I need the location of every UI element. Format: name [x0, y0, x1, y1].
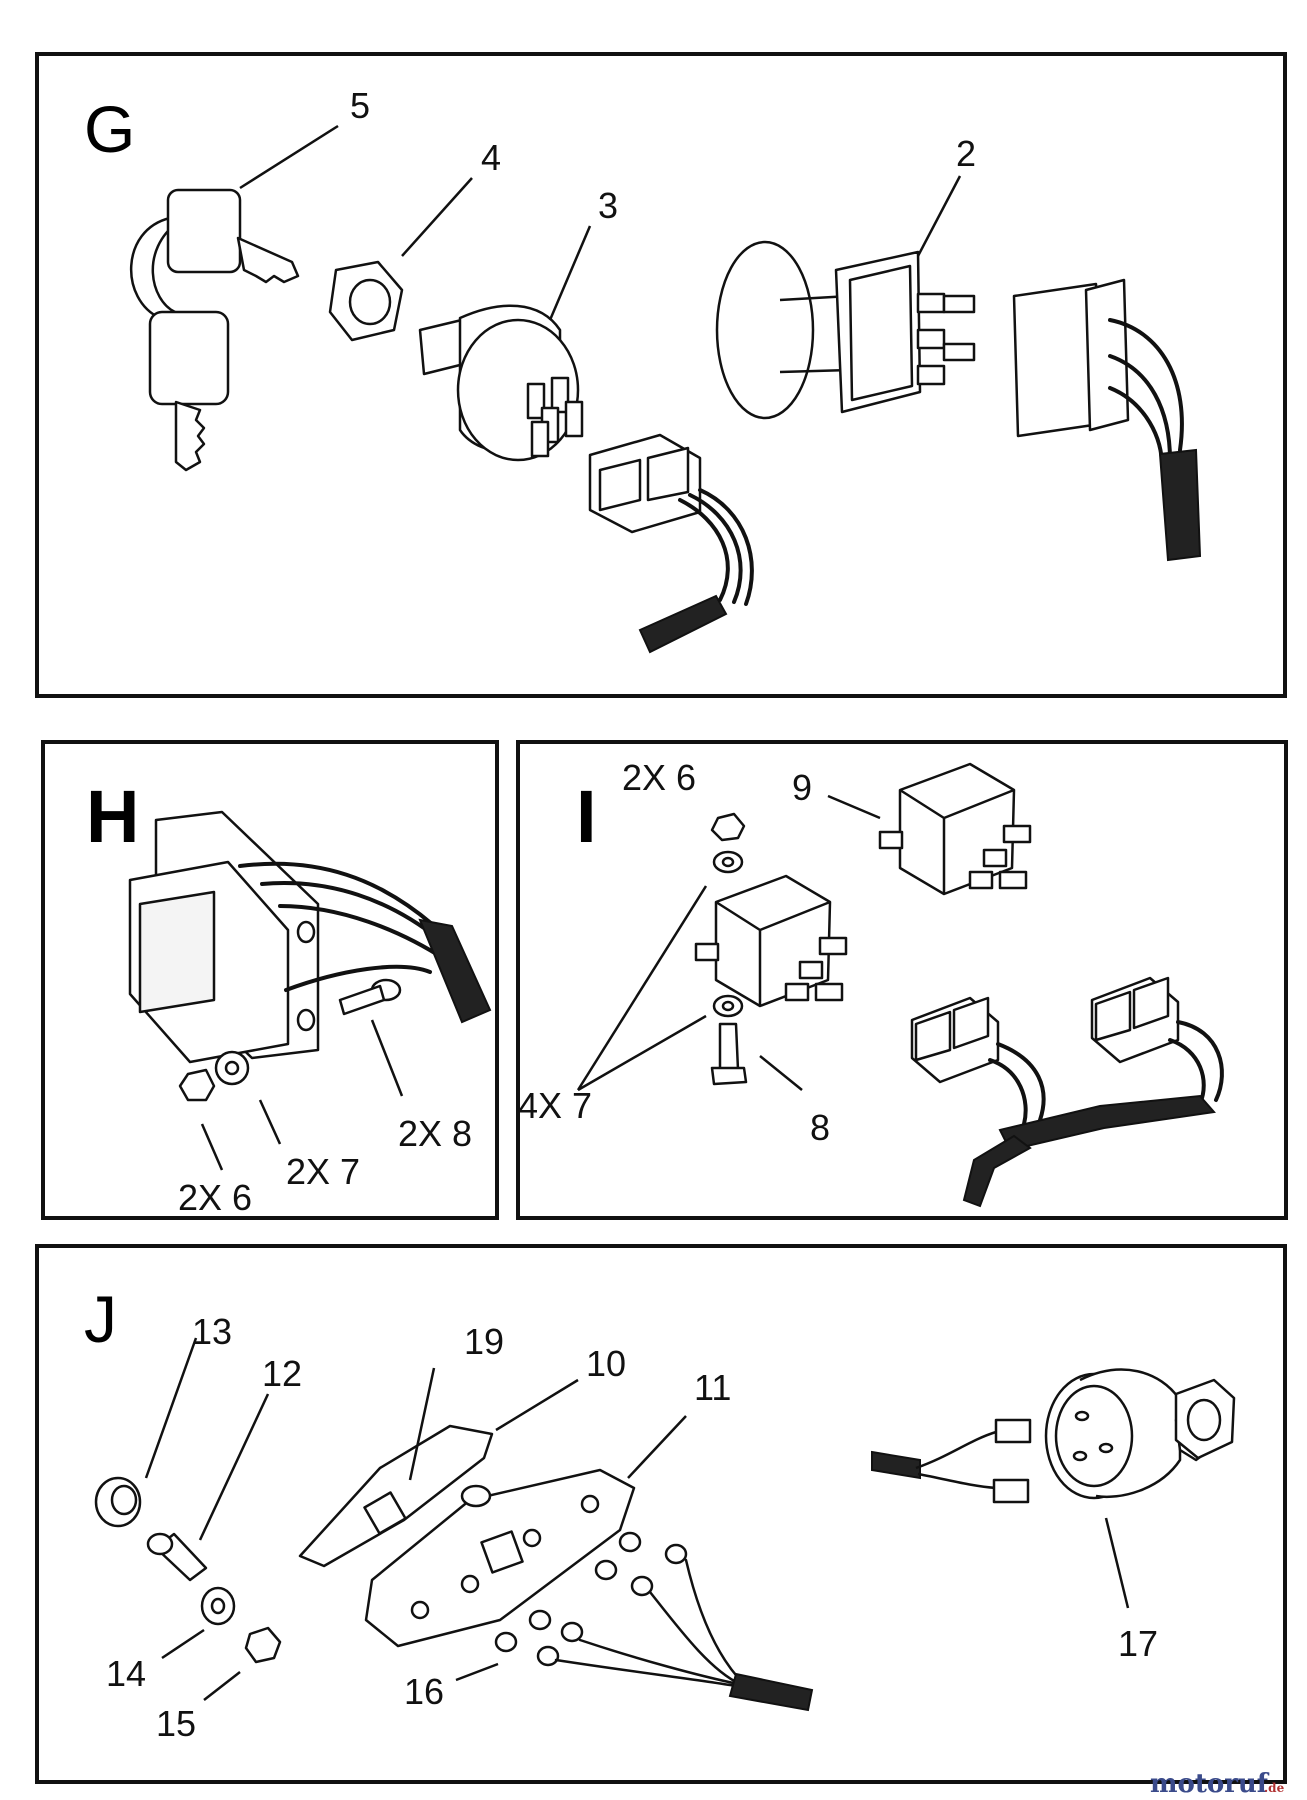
- callout-i-6: 2X 6: [622, 757, 696, 798]
- connector-g1: [588, 433, 754, 654]
- nut-h: [178, 1068, 216, 1102]
- harness-i: [910, 976, 1224, 1208]
- callout-g-3: 3: [598, 185, 618, 226]
- callout-j-14: 14: [106, 1653, 146, 1694]
- washer-h: [214, 1050, 250, 1086]
- section-g-frame: [35, 52, 1287, 698]
- watermark-suffix: .de: [1264, 1781, 1285, 1795]
- bolt-i: [710, 1022, 748, 1086]
- panel-11: [364, 1468, 636, 1648]
- callout-g-2: 2: [956, 133, 976, 174]
- section-h: H 2X 8 2X 7 2X 6: [41, 740, 499, 1220]
- callout-j-13: 13: [192, 1311, 232, 1352]
- ignition-switch: [418, 304, 584, 462]
- regulator: [128, 810, 492, 1064]
- nut-i: [710, 812, 746, 842]
- section-g-letter: G: [84, 92, 135, 166]
- bulbs-16: [494, 1531, 814, 1712]
- callout-j-10: 10: [586, 1343, 626, 1384]
- section-i: I: [516, 740, 1288, 1220]
- callout-h-7: 2X 7: [286, 1151, 360, 1192]
- callout-h-8: 2X 8: [398, 1113, 472, 1154]
- cap-13: [94, 1476, 142, 1528]
- watermark-brand: motoruf: [1150, 1769, 1270, 1799]
- section-i-letter: I: [576, 775, 597, 858]
- rocker-switch: [715, 240, 976, 420]
- callout-j-11: 11: [694, 1367, 731, 1408]
- screw-12: [146, 1532, 208, 1582]
- callout-j-12: 12: [262, 1353, 302, 1394]
- section-j-frame: [35, 1244, 1287, 1784]
- callout-i-8: 8: [810, 1107, 830, 1148]
- callout-j-15: 15: [156, 1703, 196, 1744]
- relay-i9: [878, 762, 1032, 896]
- callout-g-4: 4: [481, 137, 501, 178]
- ignition-switch-17: [871, 1368, 1236, 1504]
- washer-14: [200, 1586, 236, 1626]
- washer-i-bottom: [712, 994, 744, 1018]
- section-j-letter: J: [84, 1282, 117, 1356]
- decal-19: [298, 1424, 494, 1568]
- callout-j-17: 17: [1118, 1623, 1158, 1664]
- bolt-h: [338, 978, 402, 1016]
- callout-j-19: 19: [464, 1321, 504, 1362]
- callout-h-6: 2X 6: [178, 1177, 252, 1218]
- hex-nut: [328, 260, 404, 342]
- relay-i: [694, 874, 848, 1008]
- section-h-letter: H: [86, 775, 139, 858]
- ignition-keys: [129, 188, 300, 472]
- callout-g-5: 5: [350, 85, 370, 126]
- section-i-frame: [516, 740, 1288, 1220]
- callout-i-9: 9: [792, 767, 812, 808]
- section-g: G: [35, 52, 1287, 698]
- callout-i-7: 4X 7: [518, 1085, 592, 1126]
- connector-g2: [1012, 278, 1202, 562]
- callout-j-16: 16: [404, 1671, 444, 1712]
- washer-i-top: [712, 850, 744, 874]
- nut-15: [244, 1626, 282, 1664]
- section-h-frame: [41, 740, 499, 1220]
- section-j: J: [35, 1244, 1287, 1784]
